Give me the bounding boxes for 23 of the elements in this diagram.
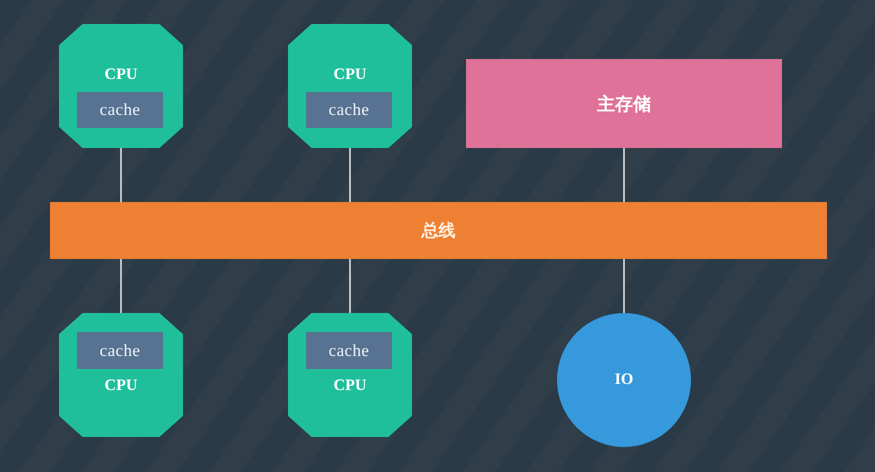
cache-box [306,92,392,128]
cache-label: cache [100,100,140,120]
cpu-label: CPU [104,65,138,85]
cache-box [306,332,392,369]
connector-line [623,148,625,202]
io-label: IO [614,370,634,390]
cache-label: cache [328,340,370,360]
connector-line [120,259,122,313]
connector-line [120,148,122,202]
cache-label: cache [100,340,140,360]
cpu-label: CPU [332,376,368,396]
cpu-label: CPU [104,376,138,396]
bus-bar [50,202,827,259]
main-memory-box [466,59,782,148]
cpu-label: CPU [332,65,368,85]
connector-line [349,148,351,202]
main-memory-label: 主存储 [597,94,651,114]
bus-label: 总线 [422,220,456,240]
cache-box [77,332,163,369]
connector-line [623,259,625,313]
cache-box [77,92,163,128]
cache-label: cache [328,100,370,120]
connector-line [349,259,351,313]
